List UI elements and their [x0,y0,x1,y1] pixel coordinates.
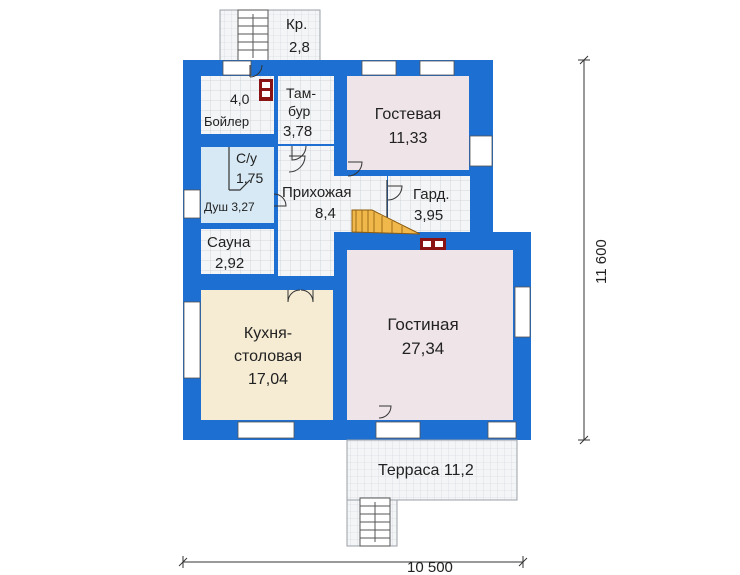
label-gostinaya-name: Гостиная [387,315,458,334]
label-sauna-area: 2,92 [215,255,244,272]
dimension-width-label: 10 500 [407,559,453,575]
label-kr-name: Кр. [286,16,307,33]
label-kitchen-name2: столовая [234,348,302,365]
boiler-unit [259,79,273,101]
label-sauna-name: Сауна [207,234,251,251]
label-tambur-name2: бур [288,103,311,119]
room-prikhozhaya [278,146,334,276]
label-gard-name: Гард. [413,186,450,203]
room-gostinaya [347,250,513,420]
doors [249,64,403,419]
porch-stairs [237,9,269,63]
terrace-stairs [359,497,391,547]
room-tambur [278,76,334,144]
label-tambur-name1: Там- [286,85,316,101]
dimension-height-label: 11 600 [593,239,610,284]
dimension-vertical [578,55,590,445]
interior-stair [351,209,421,235]
label-su-area: 1,75 [236,170,263,186]
label-terrace: Терраса 11,2 [378,462,474,479]
label-tambur-area: 3,78 [283,123,312,140]
terrace [346,439,518,501]
label-kitchen-area: 17,04 [248,371,288,388]
porch-area [219,9,321,63]
label-su-name: С/у [236,150,257,166]
label-gostinaya-area: 27,34 [402,339,445,358]
room-kitchen [201,290,333,420]
room-dush [201,147,274,223]
label-prikhozhaya-name: Прихожая [282,184,352,201]
label-dush: Душ 3,27 [204,200,255,214]
chimney [420,238,446,250]
room-gostevaya [347,76,469,170]
label-kitchen-name1: Кухня- [244,325,292,342]
room-sauna [201,229,274,274]
windows [183,60,531,439]
room-gard [388,176,470,232]
label-boiler-area: 4,0 [230,91,250,107]
dimension-horizontal [178,556,528,568]
label-prikhozhaya-area: 8,4 [315,205,336,222]
label-kr-area: 2,8 [289,39,310,56]
label-gard-area: 3,95 [414,207,443,224]
label-gostevaya-name: Гостевая [375,106,441,123]
label-boiler-name: Бойлер [204,114,249,129]
label-gostevaya-area: 11,33 [389,130,428,147]
